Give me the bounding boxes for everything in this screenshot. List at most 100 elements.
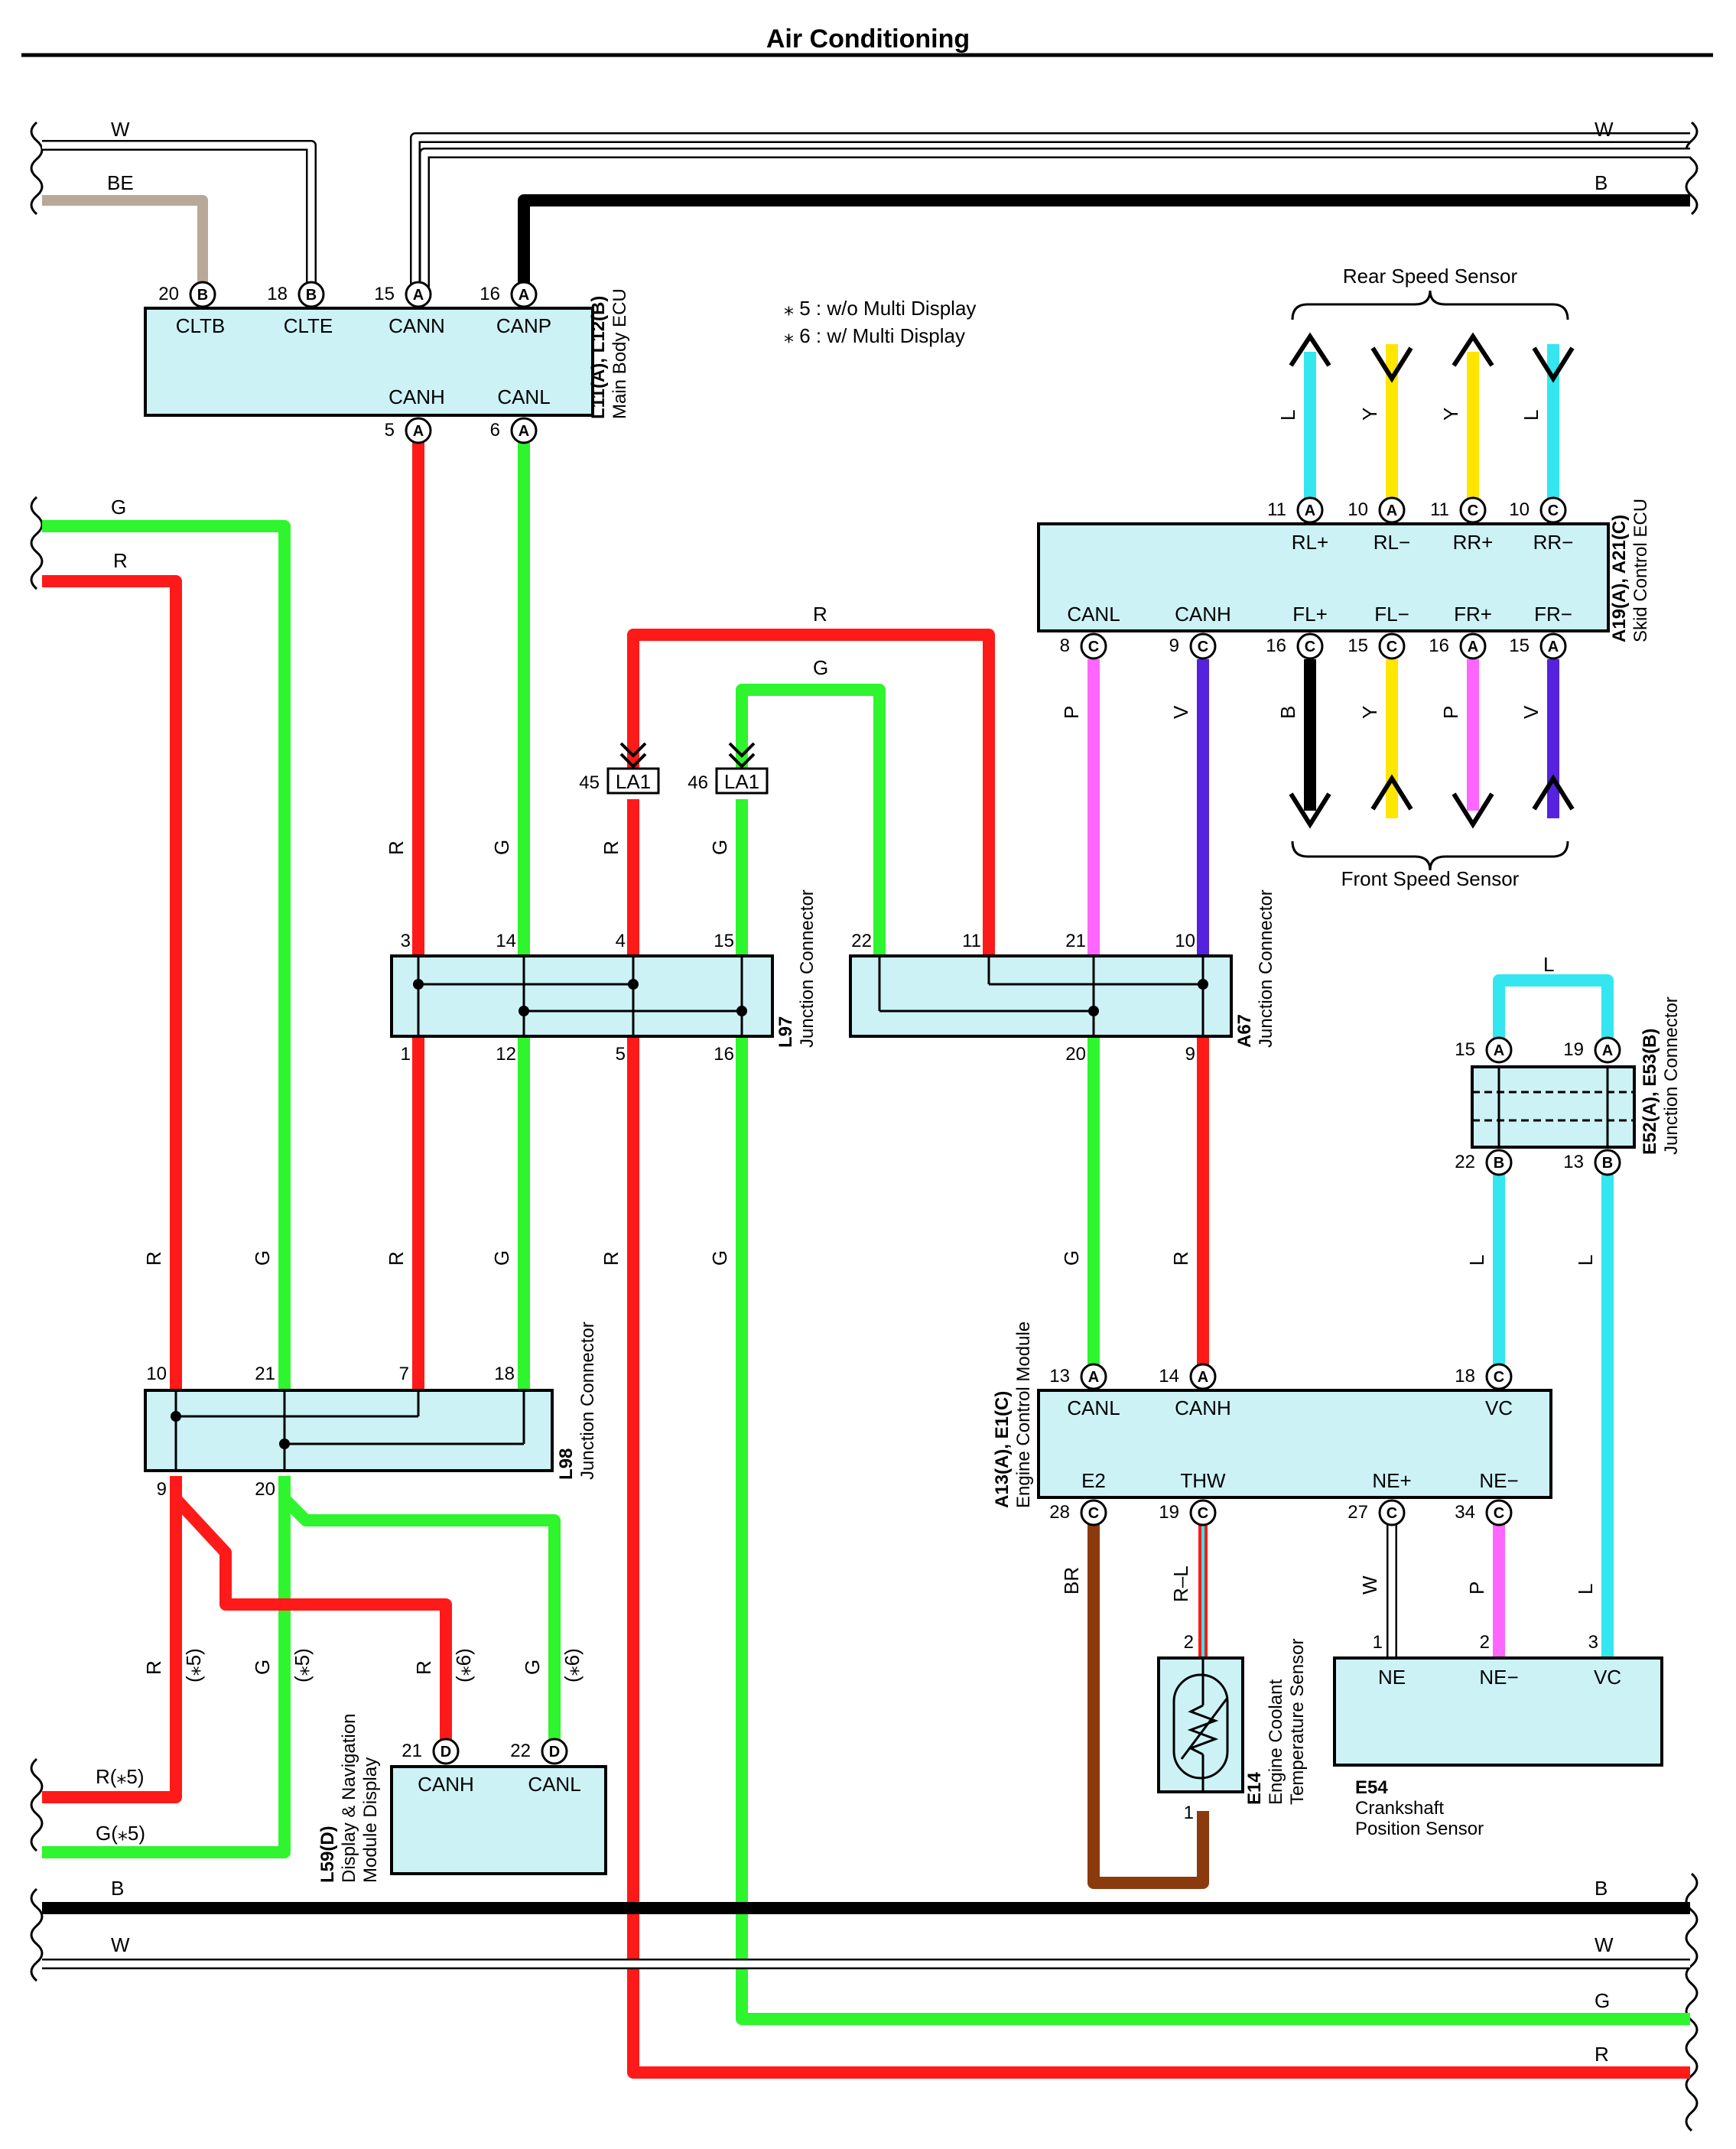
e54-name-2: Position Sensor [1355, 1819, 1484, 1839]
svg-text:12: 12 [496, 1044, 516, 1065]
svg-text:R: R [385, 1251, 408, 1266]
pin-num: 34 [1455, 1502, 1475, 1523]
main-body-ecu-id: L11(A), L12(B) [588, 296, 609, 419]
svg-text:L: L [1520, 410, 1543, 421]
wire-b-top [518, 194, 1690, 289]
pin-label-cann: CANN [388, 314, 445, 337]
svg-text:5: 5 [616, 1044, 626, 1065]
cap-letter: B [1602, 1155, 1613, 1172]
svg-text:14: 14 [496, 931, 516, 951]
skid-control-ecu: RL+ RL− RR+ RR− CANL CANH FL+ FL− FR+ FR… [1037, 499, 1651, 642]
cap-letter: B [306, 287, 317, 304]
pin-label-e2: E2 [1081, 1469, 1106, 1492]
skid-ecu-id: A19(A), A21(C) [1609, 515, 1630, 642]
svg-text:G: G [521, 1660, 544, 1675]
wire-g-bottom [736, 1036, 1690, 2025]
pin-label-cltb: CLTB [176, 314, 226, 337]
l98-name: Junction Connector [577, 1322, 598, 1480]
svg-text:(⁎6): (⁎6) [561, 1648, 584, 1682]
svg-text:7: 7 [399, 1364, 409, 1384]
svg-text:R: R [113, 549, 128, 572]
pin-num: 15 [374, 284, 395, 304]
la1-connectors: LA1 45 LA1 46 [579, 742, 769, 795]
skid-ecu-name: Skid Control ECU [1630, 499, 1651, 642]
svg-text:(⁎5): (⁎5) [291, 1648, 314, 1682]
svg-text:9: 9 [157, 1479, 167, 1500]
cap-letter: A [519, 287, 529, 304]
note-6: ⁎ 6 : w/ Multi Display [784, 324, 965, 347]
pin-num: 15 [1455, 1039, 1475, 1060]
cap-letter: C [1387, 1505, 1397, 1522]
pin-num: 14 [1159, 1366, 1179, 1387]
pin-label-clte: CLTE [284, 314, 333, 337]
pin-num: 16 [1266, 636, 1286, 656]
junction-e52-e53: E52(A), E53(B) Junction Connector [1471, 996, 1682, 1155]
svg-text:R: R [385, 840, 408, 855]
svg-text:R: R [1595, 2043, 1609, 2066]
speed-sensor-arrows [1289, 332, 1575, 829]
coolant-temp-sensor: E14 Engine Coolant Temperature Sensor [1157, 1639, 1308, 1805]
svg-text:G: G [1060, 1250, 1083, 1266]
svg-text:B: B [1595, 1877, 1608, 1900]
svg-text:L: L [1574, 1584, 1597, 1595]
pin-label-canl: CANL [1067, 1396, 1120, 1419]
svg-text:R: R [600, 1251, 623, 1266]
a67-name: Junction Connector [1256, 889, 1276, 1048]
engine-control-module: CANL CANH VC E2 THW NE+ NE− A13(A), E1(C… [992, 1322, 1552, 1508]
wire-r-left [42, 575, 182, 1400]
svg-text:G: G [708, 840, 731, 855]
svg-text:1: 1 [1373, 1632, 1383, 1653]
svg-text:L: L [1276, 410, 1299, 421]
cap-letter: C [1088, 1505, 1099, 1522]
pin-num: 9 [1169, 636, 1179, 656]
main-body-ecu-name: Main Body ECU [610, 288, 630, 419]
cap-letter: C [1387, 639, 1397, 655]
cap-letter: A [1548, 639, 1559, 655]
svg-text:P: P [1465, 1582, 1488, 1595]
cap-letter: C [1548, 502, 1559, 519]
pin-label-ne: NE [1378, 1666, 1406, 1689]
svg-text:L: L [1543, 953, 1554, 976]
rear-speed-sensor-label: Rear Speed Sensor [1343, 265, 1518, 288]
pin-label-ne-minus: NE− [1479, 1469, 1518, 1492]
svg-text:21: 21 [1065, 931, 1086, 951]
e14-name-1: Engine Coolant [1266, 1679, 1286, 1805]
la1-46-pin: 46 [688, 772, 708, 793]
pin-num: 11 [1267, 499, 1286, 520]
svg-text:10: 10 [146, 1364, 167, 1384]
cap-letter: C [1198, 1505, 1208, 1522]
pin-num: 11 [1430, 499, 1449, 520]
svg-text:R: R [1169, 1251, 1192, 1266]
svg-text:1: 1 [1184, 1803, 1194, 1823]
pin-num: 8 [1060, 636, 1070, 656]
cap-letter: D [549, 1744, 560, 1760]
e52-e53-id: E52(A), E53(B) [1640, 1029, 1660, 1155]
pin-label-canl: CANL [1067, 603, 1120, 626]
svg-text:R(⁎5): R(⁎5) [96, 1765, 145, 1788]
pin-label-ne-minus: NE− [1479, 1666, 1518, 1689]
cap-letter: C [1468, 502, 1478, 519]
pin-label-rr-plus: RR+ [1453, 531, 1494, 554]
svg-text:16: 16 [714, 1044, 734, 1065]
front-speed-sensor-label: Front Speed Sensor [1341, 867, 1520, 890]
svg-text:G(⁎5): G(⁎5) [96, 1822, 145, 1845]
svg-text:P: P [1439, 706, 1462, 719]
wires [42, 132, 1690, 2079]
svg-text:B: B [1276, 706, 1299, 719]
svg-text:(⁎5): (⁎5) [182, 1648, 205, 1682]
diagram-title: Air Conditioning [766, 24, 970, 54]
wire-r-5 [42, 1476, 182, 1803]
pin-num: 15 [1509, 636, 1530, 656]
pin-num: 16 [1429, 636, 1449, 656]
display-name-1: Display & Navigation [339, 1714, 359, 1883]
wire-g-left [42, 520, 291, 1400]
cap-letter: C [1494, 1369, 1504, 1386]
svg-text:R–L: R–L [1169, 1565, 1192, 1602]
pin-num: 6 [490, 420, 500, 441]
svg-text:B: B [111, 1877, 124, 1900]
pin-num: 13 [1049, 1366, 1070, 1387]
rear-sensor-brace [1291, 290, 1569, 320]
svg-text:22: 22 [851, 931, 872, 951]
svg-text:B: B [1595, 171, 1608, 194]
